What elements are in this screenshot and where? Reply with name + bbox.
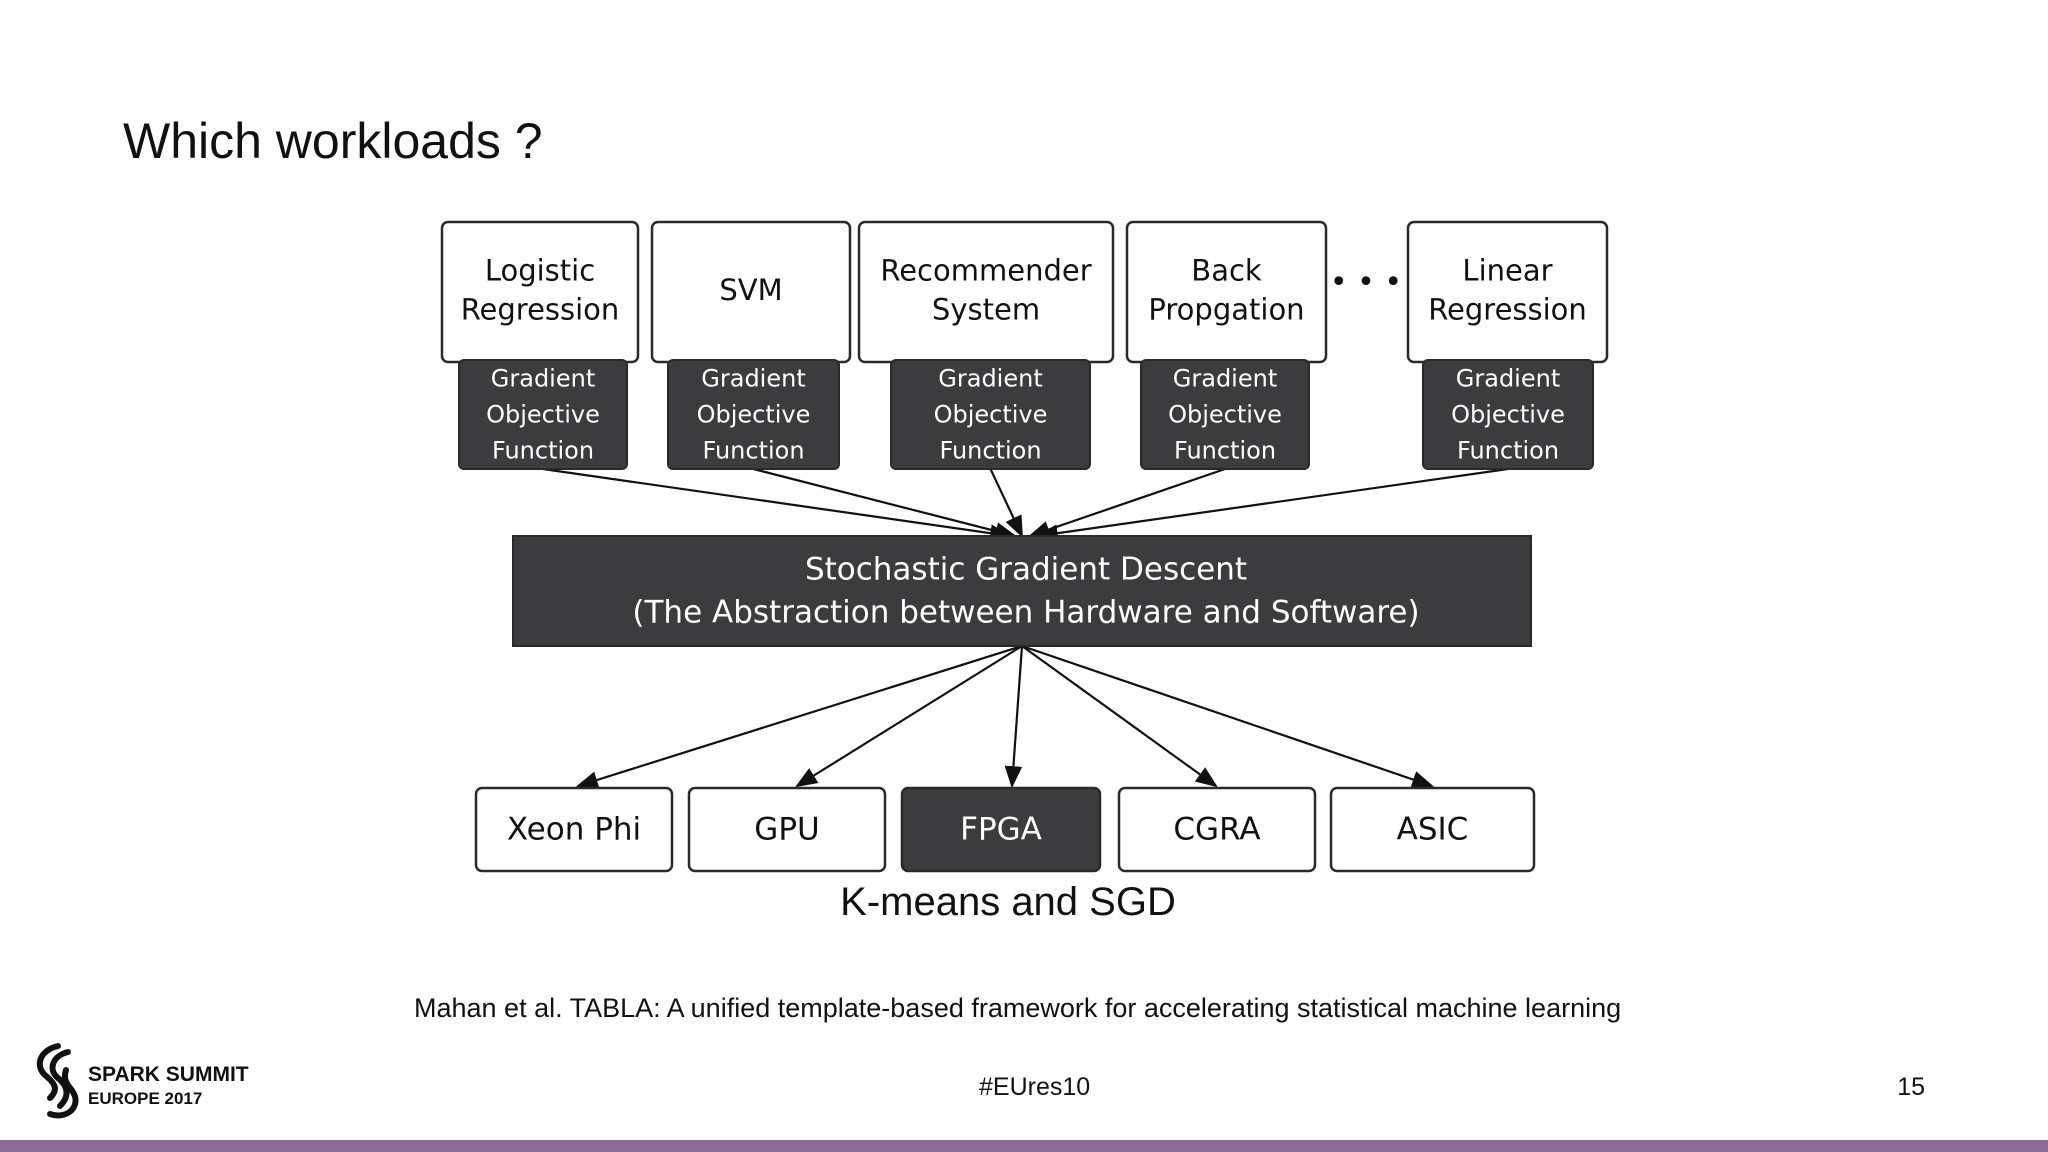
arrow-to-sgd bbox=[989, 468, 1023, 538]
arrow-to-hardware bbox=[575, 644, 1023, 789]
hardware-fpga: FPGA bbox=[900, 786, 1102, 873]
gradient-objective-label: Gradient bbox=[701, 365, 805, 393]
hardware-box bbox=[1117, 786, 1317, 873]
gradient-objective-box bbox=[1422, 359, 1594, 470]
gradient-objective-label: Objective bbox=[934, 401, 1048, 429]
hardware-label: ASIC bbox=[1397, 812, 1469, 848]
arrow-to-hardware bbox=[1021, 645, 1218, 788]
gradient-objective-label: Function bbox=[1457, 437, 1559, 465]
gradient-objective-box bbox=[1140, 359, 1310, 470]
workload-diagram: LogisticRegressionGradientObjectiveFunct… bbox=[440, 220, 1609, 873]
gradient-objective-label: Gradient bbox=[1456, 365, 1560, 393]
reference-citation: Mahan et al. TABLA: A unified template-b… bbox=[414, 993, 1622, 1023]
hardware-xeon-phi: Xeon Phi bbox=[474, 786, 674, 873]
arrow-to-sgd bbox=[1027, 467, 1226, 538]
workload-label: Propgation bbox=[1148, 293, 1304, 327]
hardware-box bbox=[687, 786, 887, 873]
arrow-to-sgd bbox=[542, 467, 1013, 542]
gradient-objective-label: Gradient bbox=[1173, 365, 1277, 393]
hardware-box bbox=[1329, 786, 1536, 873]
hardware-label: CGRA bbox=[1173, 812, 1260, 848]
workload-label: Regression bbox=[461, 293, 620, 327]
workload-label: Recommender bbox=[880, 254, 1091, 288]
arrow-to-hardware bbox=[795, 645, 1023, 788]
hardware-cgra: CGRA bbox=[1117, 786, 1317, 873]
sgd-label: (The Abstraction between Hardware and So… bbox=[632, 595, 1419, 631]
sgd-box bbox=[512, 535, 1532, 647]
arrow-to-hardware bbox=[1021, 644, 1435, 788]
logo-line1: SPARK SUMMIT bbox=[88, 1063, 249, 1086]
workload-recommender-system: RecommenderSystemGradientObjectiveFuncti… bbox=[857, 220, 1115, 470]
slide-title: Which workloads ? bbox=[123, 113, 543, 169]
hashtag: #EUres10 bbox=[979, 1073, 1091, 1101]
spark-summit-logo: SPARK SUMMIT EUROPE 2017 bbox=[36, 1043, 249, 1119]
workload-label: Logistic bbox=[485, 254, 595, 288]
workload-label: Linear bbox=[1462, 254, 1552, 288]
gradient-objective-box bbox=[890, 359, 1091, 470]
workload-label: Regression bbox=[1428, 293, 1587, 327]
gradient-objective-label: Objective bbox=[486, 401, 600, 429]
gradient-objective-label: Gradient bbox=[938, 365, 1042, 393]
workload-label: Back bbox=[1191, 254, 1262, 288]
hardware-box bbox=[900, 786, 1102, 873]
spark-swirl-icon bbox=[36, 1043, 79, 1119]
gradient-objective-label: Function bbox=[939, 437, 1041, 465]
hardware-label: FPGA bbox=[960, 812, 1042, 848]
gradient-objective-label: Function bbox=[1174, 437, 1276, 465]
sgd-label: Stochastic Gradient Descent bbox=[805, 552, 1247, 588]
gradient-objective-label: Objective bbox=[697, 401, 811, 429]
logo-line2: EUROPE 2017 bbox=[88, 1089, 202, 1108]
gradient-objective-label: Function bbox=[492, 437, 594, 465]
page-number: 15 bbox=[1897, 1073, 1925, 1101]
workload-logistic-regression: LogisticRegressionGradientObjectiveFunct… bbox=[440, 220, 640, 470]
gradient-objective-label: Function bbox=[702, 437, 804, 465]
arrow-to-hardware bbox=[1004, 645, 1024, 789]
more-workloads-ellipsis: • • • bbox=[1330, 265, 1402, 300]
gradient-objective-box bbox=[458, 359, 628, 470]
gradient-objective-label: Gradient bbox=[491, 365, 595, 393]
diagram-caption: K-means and SGD bbox=[840, 880, 1176, 924]
sgd-abstraction: Stochastic Gradient Descent (The Abstract… bbox=[512, 535, 1532, 647]
workload-label: System bbox=[932, 293, 1040, 327]
gradient-objective-label: Objective bbox=[1168, 401, 1282, 429]
hardware-box bbox=[474, 786, 674, 873]
bottom-accent-bar bbox=[0, 1140, 2048, 1152]
hardware-gpu: GPU bbox=[687, 786, 887, 873]
workload-label: SVM bbox=[719, 273, 782, 307]
workload-linear-regression: LinearRegressionGradientObjectiveFunctio… bbox=[1406, 220, 1609, 470]
gradient-objective-label: Objective bbox=[1451, 401, 1565, 429]
hardware-label: GPU bbox=[754, 812, 819, 848]
hardware-asic: ASIC bbox=[1329, 786, 1536, 873]
arrow-to-sgd bbox=[1035, 467, 1509, 542]
gradient-objective-box bbox=[667, 359, 840, 470]
hardware-label: Xeon Phi bbox=[507, 812, 641, 848]
arrow-to-sgd bbox=[753, 467, 1018, 540]
